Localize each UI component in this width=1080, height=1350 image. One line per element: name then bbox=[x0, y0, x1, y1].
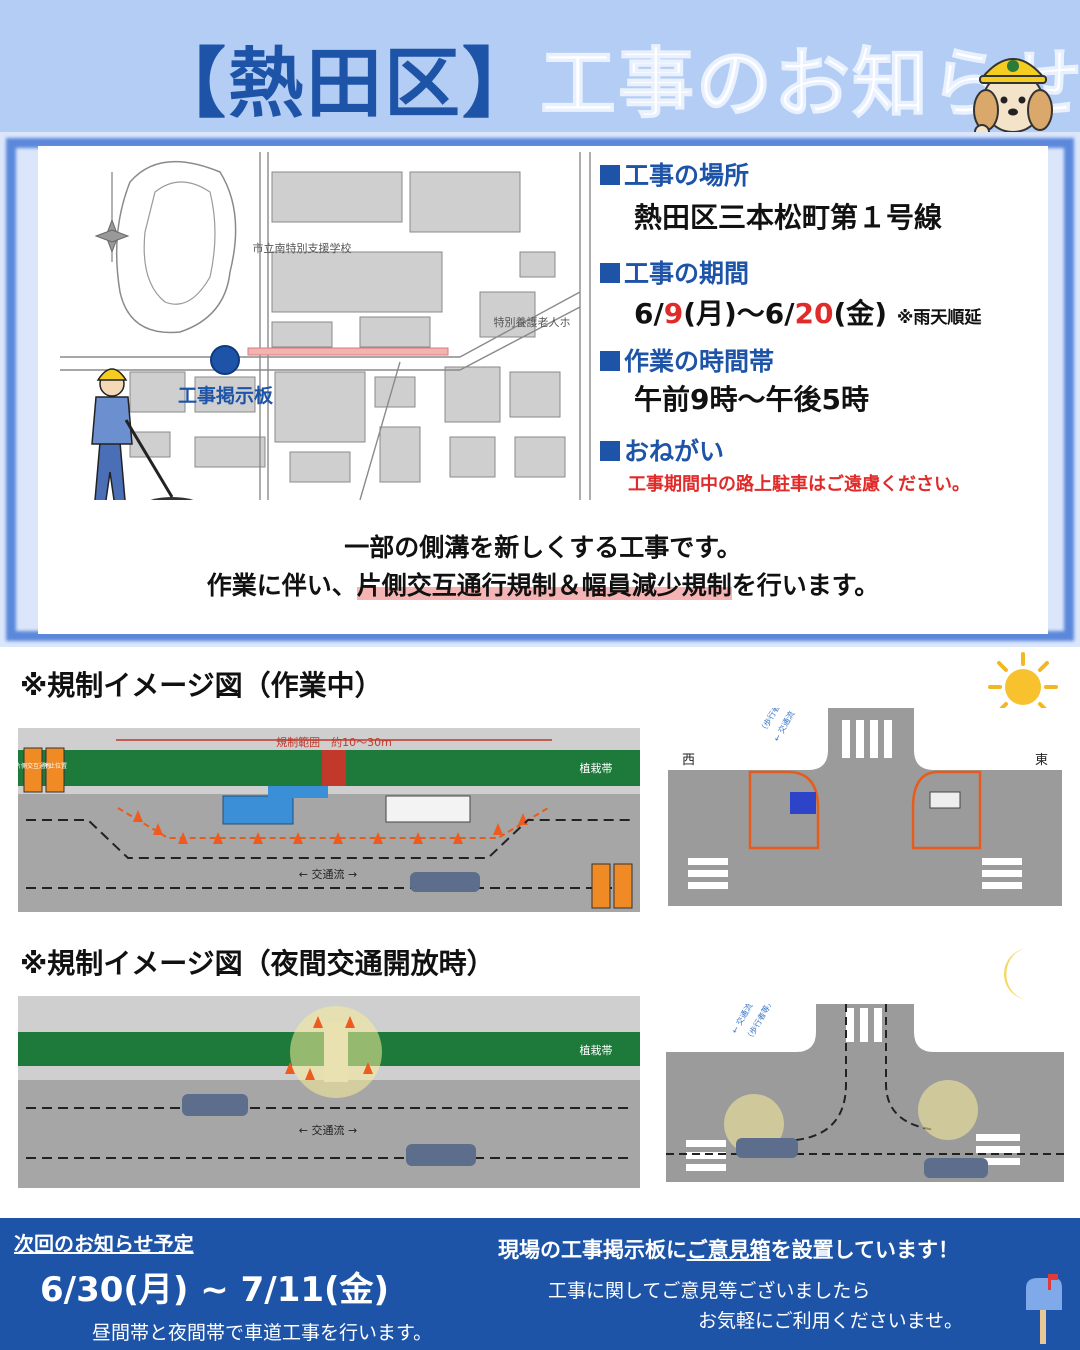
lead-line-2: 作業に伴い、片側交互通行規制＆幅員減少規制を行います。 bbox=[206, 571, 880, 600]
info-panel-frame: 市立南特別支援学校 特別養護老人ホ 工事掲示板 工事の場所 熱田区三本松町第１号… bbox=[0, 132, 1080, 647]
period-heading: 工事の期間 bbox=[600, 254, 749, 290]
square-bullet-icon bbox=[600, 441, 620, 461]
mailbox-icon bbox=[1026, 1274, 1062, 1344]
period-value: 6/9(月)～6/20(金) ※雨天順延 bbox=[634, 297, 982, 330]
moon-icon bbox=[1004, 948, 1030, 1000]
request-value: 工事期間中の路上駐車はご遠慮ください。 bbox=[628, 474, 970, 495]
diagram-night-title: ※規制イメージ図（夜間交通開放時） bbox=[20, 947, 495, 980]
day-intersection-diagram: 西 東 （歩行者等） ← 交通流 bbox=[668, 708, 1062, 906]
lead-line-1: 一部の側溝を新しくする工事です。 bbox=[344, 533, 742, 562]
opinion-line-2: お気軽にご利用くださいませ。 bbox=[698, 1310, 964, 1332]
planting-label: 植栽帯 bbox=[580, 761, 613, 775]
location-value: 熱田区三本松町第１号線 bbox=[634, 201, 943, 234]
map-home-label: 特別養護老人ホ bbox=[494, 315, 571, 329]
info-panel: 市立南特別支援学校 特別養護老人ホ 工事掲示板 工事の場所 熱田区三本松町第１号… bbox=[38, 146, 1048, 634]
title-ward: 【熱田区】 bbox=[150, 39, 540, 128]
square-bullet-icon bbox=[600, 165, 620, 185]
request-heading: おねがい bbox=[600, 432, 724, 468]
page-title: 【熱田区】工事のお知らせ bbox=[150, 22, 1080, 132]
highlight-text: 片側交互通行規制＆幅員減少規制 bbox=[356, 571, 732, 600]
sign-stop: 停止位置 bbox=[43, 762, 67, 770]
next-notice-label: 次回のお知らせ予定 bbox=[14, 1232, 194, 1256]
map-school-label: 市立南特別支援学校 bbox=[253, 241, 352, 255]
planting-label: 植栽帯 bbox=[580, 1043, 613, 1057]
flow-label: ← 交通流 → bbox=[299, 867, 357, 881]
location-heading: 工事の場所 bbox=[600, 156, 749, 192]
map-board-label: 工事掲示板 bbox=[178, 384, 274, 407]
site-map: 市立南特別支援学校 特別養護老人ホ 工事掲示板 bbox=[60, 152, 630, 500]
worker-icon bbox=[91, 368, 194, 500]
night-straight-road-diagram: 植栽帯 ← 交通流 → bbox=[18, 996, 640, 1188]
opinion-box-notice: 現場の工事掲示板にご意見箱を設置しています！ bbox=[498, 1238, 959, 1262]
hours-value: 午前9時～午後5時 bbox=[634, 383, 869, 416]
hours-heading: 作業の時間帯 bbox=[600, 342, 774, 378]
square-bullet-icon bbox=[600, 351, 620, 371]
footer-banner: 次回のお知らせ予定 6/30(月) ~ 7/11(金) 昼間帯と夜間帯で車道工事… bbox=[0, 1218, 1080, 1350]
night-intersection-diagram: ← 交通流 （歩行者等） bbox=[666, 1004, 1064, 1182]
next-notice-sub: 昼間帯と夜間帯で車道工事を行います。 bbox=[92, 1322, 433, 1344]
west-label: 西 bbox=[682, 753, 695, 768]
day-straight-road-diagram: 規制範囲 約10～30m 植栽帯 ← 交通流 → 片側交互通行 停止位置 bbox=[18, 728, 640, 912]
diagram-day-title: ※規制イメージ図（作業中） bbox=[20, 669, 383, 702]
square-bullet-icon bbox=[600, 263, 620, 283]
next-notice-dates: 6/30(月) ~ 7/11(金) bbox=[40, 1270, 390, 1310]
east-label: 東 bbox=[1035, 752, 1048, 768]
period-note: ※雨天順延 bbox=[896, 308, 982, 328]
flow-label: ← 交通流 → bbox=[299, 1123, 357, 1137]
sun-icon bbox=[988, 652, 1058, 722]
opinion-line-1: 工事に関してご意見等ございましたら bbox=[548, 1280, 871, 1302]
range-label: 規制範囲 約10～30m bbox=[276, 735, 392, 749]
header-banner: 【熱田区】工事のお知らせ bbox=[0, 0, 1080, 180]
sign-left: 片側交互通行 bbox=[18, 762, 51, 770]
